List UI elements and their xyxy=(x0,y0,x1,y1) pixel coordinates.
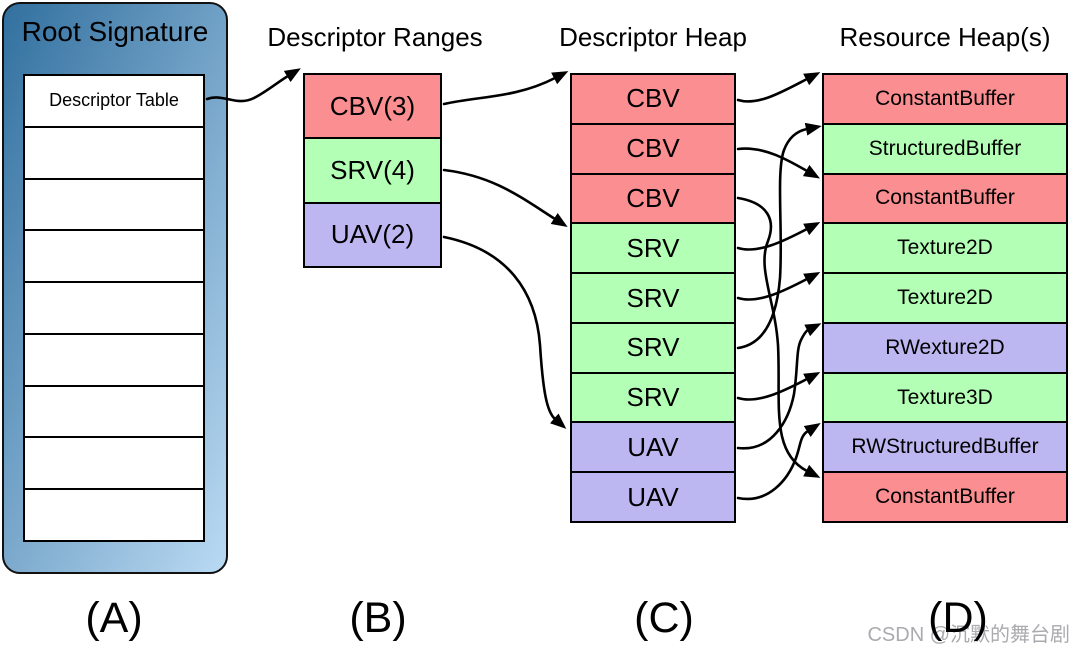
resource-heap-cell-label: Texture3D xyxy=(897,385,993,409)
arrow-c4-d4 xyxy=(736,222,821,251)
descriptor-heap-box: CBV CBV CBV SRV SRV SRV SRV xyxy=(570,73,736,523)
descriptor-heap-title: Descriptor Heap xyxy=(559,22,747,52)
arrow-c5-d5 xyxy=(736,272,821,301)
resource-heap-cell: Texture3D xyxy=(824,373,1066,424)
root-signature-table-row xyxy=(25,283,203,335)
resource-heap-box: ConstantBuffer StructuredBuffer Constant… xyxy=(822,73,1068,523)
root-signature-table-row xyxy=(25,179,203,232)
descriptor-range-label: CBV(3) xyxy=(329,90,416,121)
arrow-c1-d1 xyxy=(736,72,821,103)
descriptor-heap-cell-label: UAV xyxy=(627,481,679,512)
resource-heap-cell-label: ConstantBuffer xyxy=(875,485,1015,509)
resource-heap-cell: RWStructuredBuffer xyxy=(824,423,1066,474)
arrow-b3-c8 xyxy=(442,235,567,429)
caption-d: (D) xyxy=(928,594,988,642)
caption-c: (C) xyxy=(634,594,694,642)
descriptor-heap-cell-label: SRV xyxy=(626,282,680,313)
arrow-c7-d7 xyxy=(736,372,821,401)
arrow-c8-d6 xyxy=(736,323,822,450)
root-signature-table-row: Descriptor Table xyxy=(25,76,203,128)
arrow-c3-d9 xyxy=(736,196,821,478)
descriptor-heap-cell: CBV xyxy=(572,124,734,175)
caption-a: (A) xyxy=(85,594,143,642)
descriptor-heap-cell-label: SRV xyxy=(626,332,680,363)
descriptor-heap-cell: SRV xyxy=(572,323,734,374)
root-signature-table-row xyxy=(25,386,203,439)
descriptor-range-cell: SRV(4) xyxy=(305,139,440,204)
descriptor-heap-cell: SRV xyxy=(572,373,734,424)
arrow-c2-d3 xyxy=(736,147,820,179)
descriptor-heap-cell: CBV xyxy=(572,174,734,225)
resource-heap-cell: ConstantBuffer xyxy=(824,473,1066,522)
descriptor-ranges-box: CBV(3) SRV(4) UAV(2) xyxy=(303,73,442,268)
arrow-c6-d2 xyxy=(736,122,822,350)
descriptor-heap-cell-label: UAV xyxy=(627,431,679,462)
descriptor-range-cell: UAV(2) xyxy=(305,203,440,266)
descriptor-heap-cell: UAV xyxy=(572,423,734,474)
resource-heap-cell-label: RWexture2D xyxy=(885,335,1005,359)
root-signature-table: Descriptor Table xyxy=(23,74,205,542)
caption-b: (B) xyxy=(349,594,407,642)
descriptor-heap-cell: SRV xyxy=(572,274,734,324)
resource-heap-cell: Texture2D xyxy=(824,274,1066,324)
descriptor-heap-cell-label: CBV xyxy=(626,182,680,213)
descriptor-heap-cell: UAV xyxy=(572,473,734,522)
resource-heap-cell: RWexture2D xyxy=(824,323,1066,374)
resource-heap-cell-label: StructuredBuffer xyxy=(868,136,1022,160)
descriptor-range-label: SRV(4) xyxy=(330,154,415,185)
descriptor-heap-cell: CBV xyxy=(572,75,734,125)
resource-heap-title: Resource Heap(s) xyxy=(839,22,1051,52)
resource-heap-cell-label: ConstantBuffer xyxy=(875,186,1015,210)
descriptor-heap-cell-label: CBV xyxy=(626,83,680,114)
descriptor-heap-cell-label: CBV xyxy=(626,133,680,164)
resource-heap-cell-label: RWStructuredBuffer xyxy=(851,435,1039,459)
resource-heap-cell: StructuredBuffer xyxy=(824,124,1066,175)
resource-heap-cell-label: Texture2D xyxy=(897,236,993,260)
root-signature-table-row xyxy=(25,334,203,387)
descriptor-range-label: UAV(2) xyxy=(330,219,415,250)
root-signature-table-row xyxy=(25,127,203,180)
descriptor-ranges-title: Descriptor Ranges xyxy=(267,22,483,52)
root-signature-table-row xyxy=(25,231,203,284)
arrow-b1-c1 xyxy=(442,71,569,106)
resource-heap-cell-label: Texture2D xyxy=(897,286,993,310)
descriptor-heap-cell: SRV xyxy=(572,224,734,275)
descriptor-heap-cell-label: SRV xyxy=(626,232,680,263)
resource-heap-cell-label: ConstantBuffer xyxy=(875,86,1015,110)
root-signature-table-row xyxy=(25,490,203,541)
descriptor-heap-cell-label: SRV xyxy=(626,382,680,413)
root-signature-table-row xyxy=(25,438,203,491)
root-signature-row-label: Descriptor Table xyxy=(49,90,179,111)
arrow-b2-c4 xyxy=(442,168,568,228)
csdn-watermark: CSDN @沉默的舞台剧 xyxy=(867,624,1070,646)
resource-heap-cell: ConstantBuffer xyxy=(824,174,1066,225)
resource-heap-cell: ConstantBuffer xyxy=(824,75,1066,125)
root-signature-title: Root Signature xyxy=(21,16,209,47)
arrow-c9-d8 xyxy=(736,423,821,501)
descriptor-range-cell: CBV(3) xyxy=(305,75,440,140)
resource-heap-cell: Texture2D xyxy=(824,224,1066,275)
